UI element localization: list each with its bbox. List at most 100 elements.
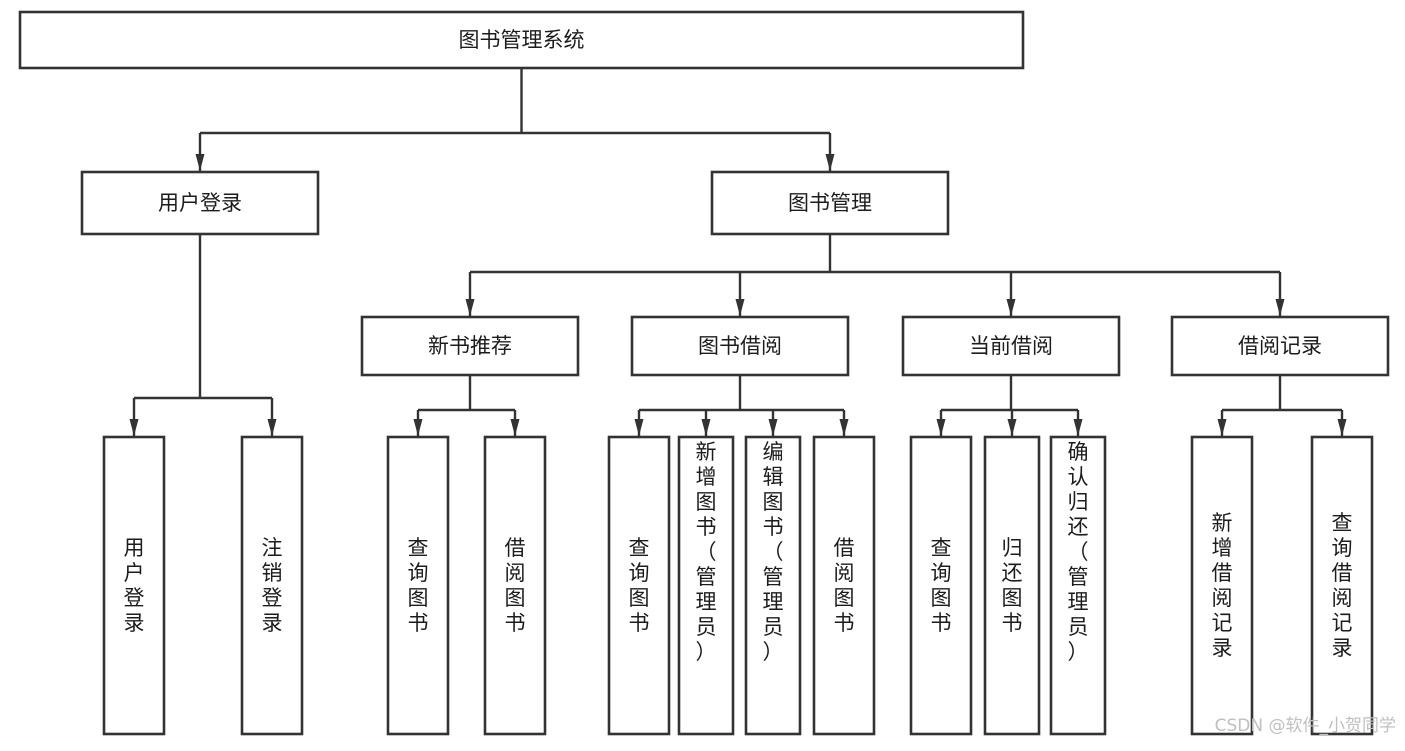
node-label-char: 书 <box>763 515 784 539</box>
node-label-char: 登 <box>262 586 283 610</box>
arrow-head-icon <box>634 419 644 436</box>
node-label-char: 新 <box>1212 511 1233 535</box>
arrow-head-icon <box>1217 419 1227 436</box>
node-label-char: 借 <box>505 536 526 560</box>
node-label-char: 录 <box>124 611 145 635</box>
node-box-leaf-logout <box>240 435 304 736</box>
node-label-char: 认 <box>1068 465 1089 489</box>
node-box-leaf-query-record <box>1310 435 1374 736</box>
node-label-char: 增 <box>1212 536 1233 560</box>
node-label-char: 还 <box>1068 515 1089 539</box>
node-label-book-borrow: 图书借阅 <box>698 334 782 358</box>
arrow-head-icon <box>735 299 745 316</box>
node-label-char: 增 <box>696 465 717 489</box>
arrow-head-icon <box>825 154 835 171</box>
node-label-char: 阅 <box>505 561 526 585</box>
node-label-char: 书 <box>629 611 650 635</box>
node-box-leaf-edit-book <box>744 435 802 736</box>
node-box-leaf-confirm-return <box>1049 435 1107 736</box>
node-box-borrow-record <box>1170 315 1390 377</box>
node-label-char: 询 <box>629 561 650 585</box>
arrow-head-icon <box>465 299 475 316</box>
node-label-char: 阅 <box>1332 586 1353 610</box>
node-label-char: 户 <box>124 561 145 585</box>
node-label-char: 借 <box>1332 561 1353 585</box>
arrow-head-icon <box>129 419 139 436</box>
node-label-book-manage: 图书管理 <box>788 191 872 215</box>
node-book-manage[interactable]: 图书管理 <box>710 170 950 236</box>
node-box-leaf-borrow-book-1 <box>483 435 547 736</box>
node-current-borrow[interactable]: 当前借阅 <box>901 315 1121 377</box>
node-label-char: 借 <box>834 536 855 560</box>
node-label-char: （ <box>1068 540 1089 564</box>
node-label-char: 书 <box>1002 611 1023 635</box>
node-label-char: 查 <box>629 536 650 560</box>
node-label-char: 查 <box>1332 511 1353 535</box>
node-borrow-record[interactable]: 借阅记录 <box>1170 315 1390 377</box>
node-label-char: 归 <box>1002 536 1023 560</box>
node-label-char: 管 <box>1068 565 1089 589</box>
node-new-book-rec[interactable]: 新书推荐 <box>360 315 580 377</box>
node-box-book-borrow <box>630 315 850 377</box>
arrow-head-icon <box>839 419 849 436</box>
node-leaf-user-login[interactable]: 用户登录 <box>102 435 166 736</box>
node-label-char: 理 <box>763 590 784 614</box>
node-label-char: 询 <box>1332 536 1353 560</box>
connector-layer <box>129 68 1347 436</box>
node-label-char: 理 <box>1068 590 1089 614</box>
node-box-leaf-user-login <box>102 435 166 736</box>
arrow-head-icon <box>195 154 205 171</box>
node-box-current-borrow <box>901 315 1121 377</box>
node-box-leaf-borrow-book-2 <box>812 435 876 736</box>
node-box-book-manage <box>710 170 950 236</box>
arrow-head-icon <box>936 419 946 436</box>
node-label-char: 还 <box>1002 561 1023 585</box>
node-box-leaf-return-book <box>983 435 1041 736</box>
node-label-char: 阅 <box>834 561 855 585</box>
node-box-leaf-add-record <box>1190 435 1254 736</box>
node-label-char: 录 <box>1212 636 1233 660</box>
node-book-borrow[interactable]: 图书借阅 <box>630 315 850 377</box>
arrow-head-icon <box>510 419 520 436</box>
node-label-root: 图书管理系统 <box>459 28 585 52</box>
node-label-char: （ <box>763 540 784 564</box>
node-label-char: 图 <box>763 490 784 514</box>
node-label-char: 理 <box>696 590 717 614</box>
node-box-leaf-query-book-1 <box>386 435 450 736</box>
node-box-user-login <box>80 170 320 236</box>
node-label-char: 书 <box>505 611 526 635</box>
node-label-char: 员 <box>696 615 717 639</box>
arrow-head-icon <box>267 419 277 436</box>
node-label-char: 书 <box>931 611 952 635</box>
node-label-char: 阅 <box>1212 586 1233 610</box>
arrow-head-icon <box>768 419 778 436</box>
node-user-login[interactable]: 用户登录 <box>80 170 320 236</box>
node-label-char: 图 <box>505 586 526 610</box>
node-box-new-book-rec <box>360 315 580 377</box>
node-label-char: 录 <box>262 611 283 635</box>
node-label-char: 编 <box>763 440 784 464</box>
node-label-char: 录 <box>1332 636 1353 660</box>
node-label-char: 管 <box>763 565 784 589</box>
node-label-borrow-record: 借阅记录 <box>1238 334 1322 358</box>
node-label-char: 确 <box>1068 440 1089 464</box>
node-label-char: ） <box>763 640 784 664</box>
node-root[interactable]: 图书管理系统 <box>18 10 1025 70</box>
arrow-head-icon <box>701 419 711 436</box>
node-label-char: 书 <box>834 611 855 635</box>
node-label-char: 查 <box>931 536 952 560</box>
